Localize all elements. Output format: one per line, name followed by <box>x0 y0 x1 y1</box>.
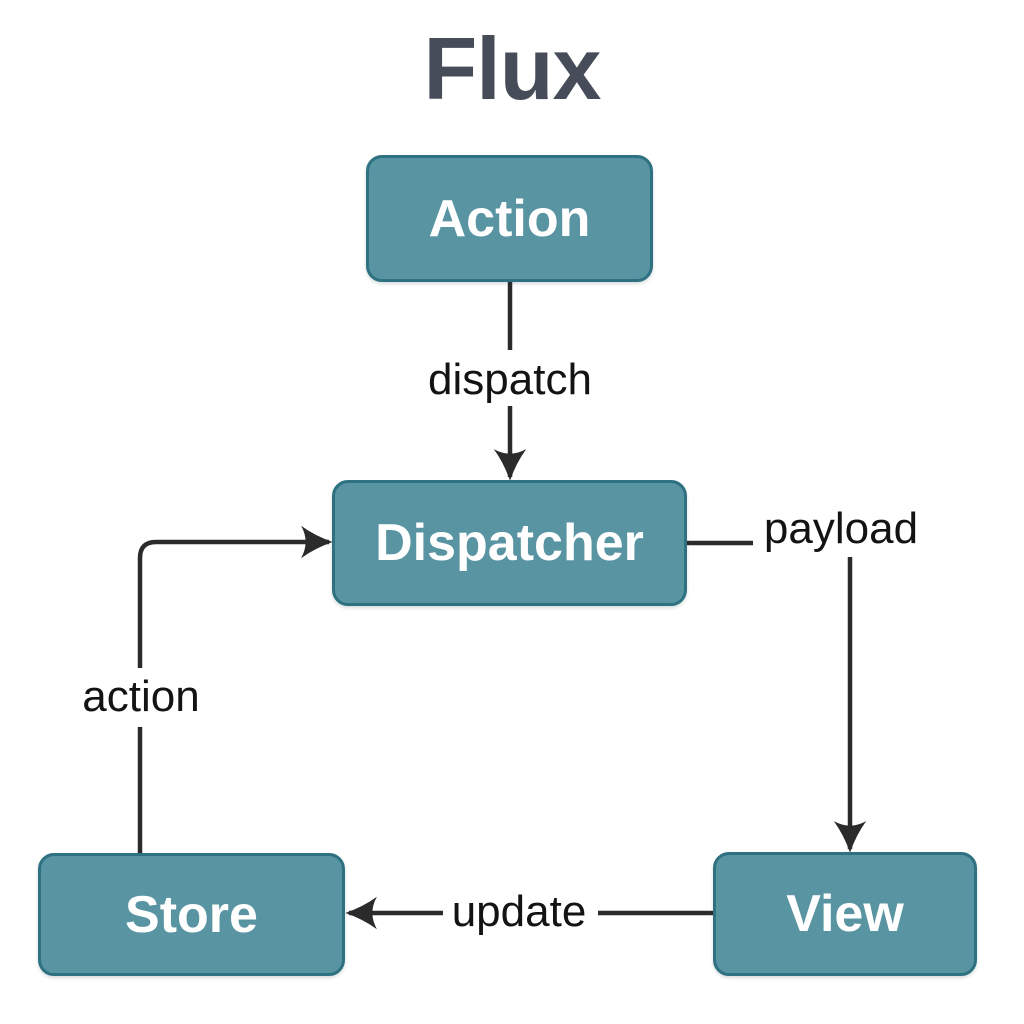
node-action-label: Action <box>428 189 591 248</box>
diagram-title: Flux <box>423 19 602 118</box>
edge-action-line-upper-with-arrow <box>137 525 333 668</box>
edge-label-dispatch: dispatch <box>422 355 598 405</box>
node-dispatcher: Dispatcher <box>332 480 687 606</box>
node-action: Action <box>366 155 653 282</box>
edge-label-action: action <box>76 672 206 722</box>
edge-label-update: update <box>445 887 593 937</box>
node-dispatcher-label: Dispatcher <box>375 514 644 572</box>
edge-label-payload: payload <box>757 504 925 554</box>
node-store-label: Store <box>125 885 258 944</box>
node-view-label: View <box>786 885 904 943</box>
node-store: Store <box>38 853 345 976</box>
node-view: View <box>713 852 977 976</box>
